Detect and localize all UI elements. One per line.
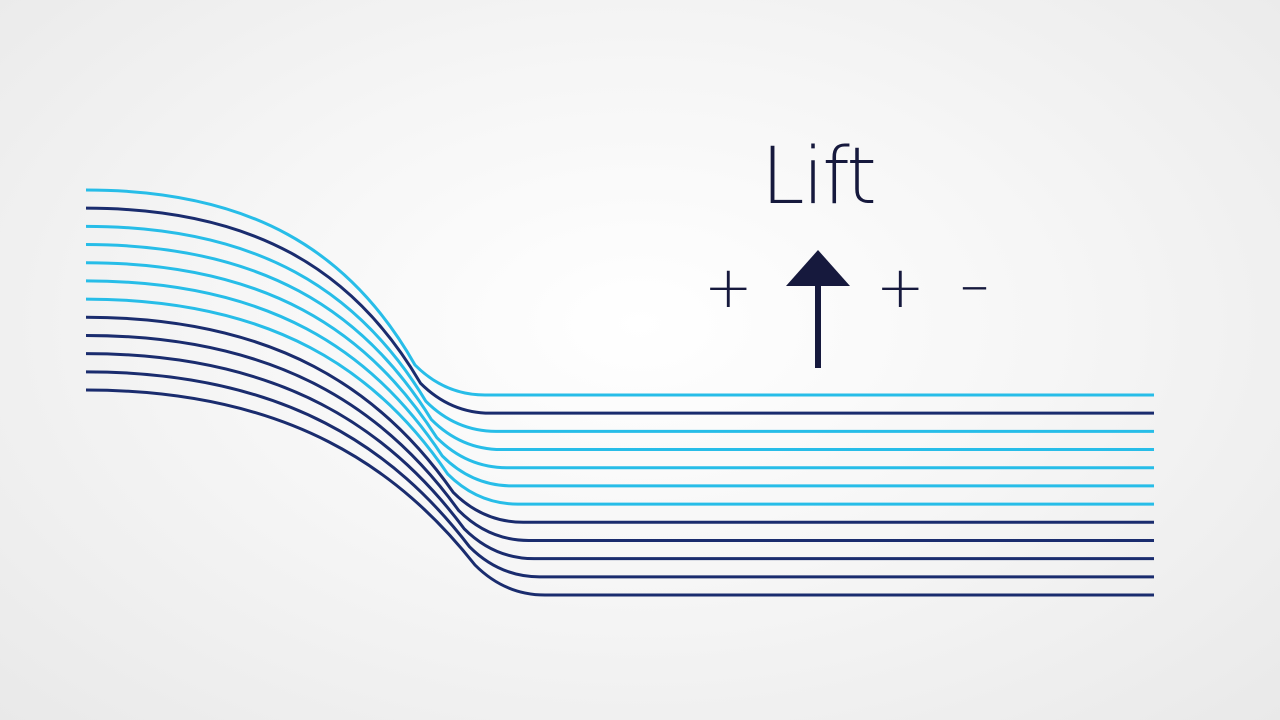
pressure-sign-minus: – (960, 250, 989, 318)
streamline-8 (85, 315, 1154, 524)
pressure-sign-plus-right: + (876, 253, 925, 321)
streamline-6 (85, 279, 1154, 488)
streamline-12 (85, 388, 1154, 597)
streamline-5 (85, 261, 1154, 470)
streamline-10 (85, 352, 1154, 561)
pressure-sign-plus-left: + (704, 253, 753, 321)
up-arrow-icon (786, 250, 850, 368)
streamlines-group (85, 188, 1154, 597)
streamline-1 (85, 188, 1154, 397)
streamline-9 (85, 333, 1154, 542)
streamline-11 (85, 370, 1154, 579)
streamline-7 (85, 297, 1154, 506)
streamline-4 (85, 243, 1154, 452)
streamline-3 (85, 224, 1154, 433)
lift-label: Lift (761, 132, 877, 222)
streamline-2 (85, 206, 1154, 415)
